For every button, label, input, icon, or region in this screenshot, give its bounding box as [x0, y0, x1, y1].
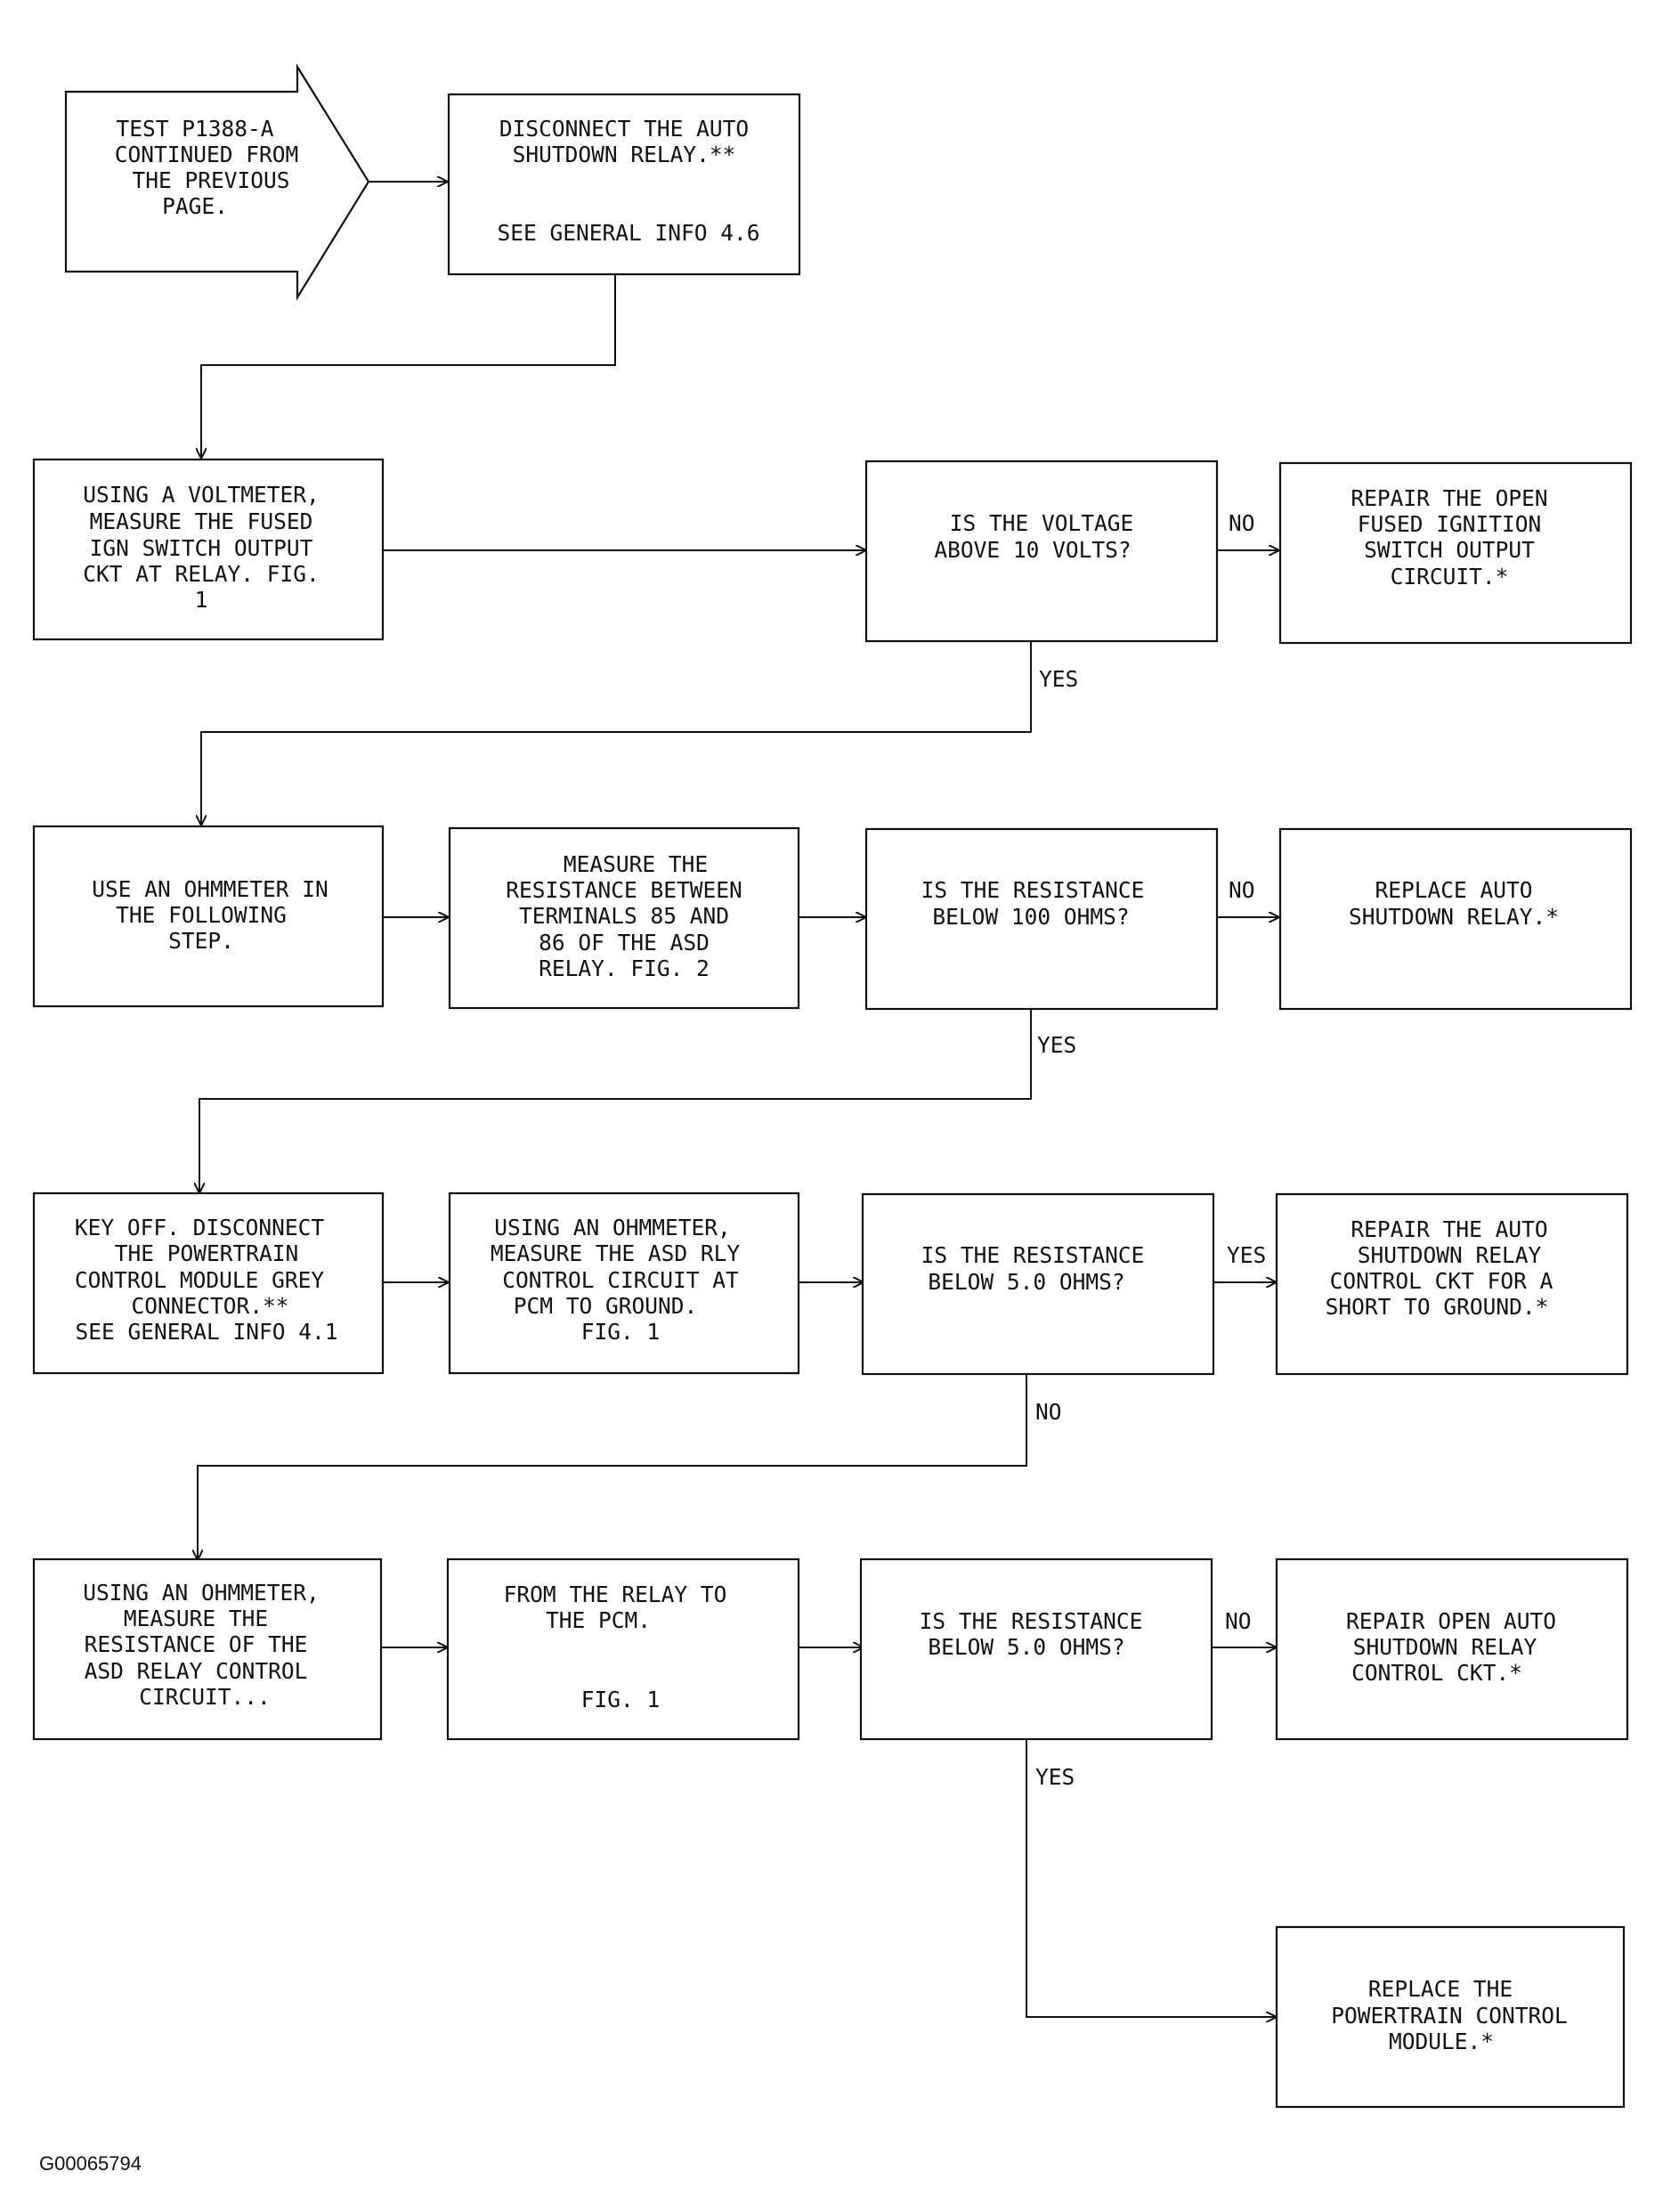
key-off-line-5: SEE GENERAL INFO 4.1 [75, 1319, 337, 1345]
q-voltage-line-2: ABOVE 10 VOLTS? [934, 537, 1131, 563]
label-yes-res-5a: YES [1227, 1242, 1266, 1268]
box-q-res-5-a: IS THE RESISTANCE BELOW 5.0 OHMS? [861, 1192, 1215, 1376]
repair-short-line-1: REPAIR THE AUTO [1351, 1216, 1547, 1242]
measure-asd-gnd-line-2: MEASURE THE ASD RLY [491, 1240, 741, 1266]
branch-labels: NO YES NO YES YES NO NO YES [1035, 510, 1266, 1790]
replace-relay-line-1: REPLACE AUTO [1375, 877, 1532, 903]
measure-asd-gnd-line-3: CONTROL CIRCUIT AT [502, 1267, 739, 1293]
q-res-100-line-2: BELOW 100 OHMS? [932, 904, 1129, 930]
repair-ign-line-3: SWITCH OUTPUT [1364, 537, 1535, 563]
measure-ign-line-5: 1 [195, 587, 208, 613]
start-line-2: CONTINUED FROM [115, 142, 299, 167]
measure-asd-res-line-5: CIRCUIT... [139, 1684, 271, 1710]
label-yes-res-100: YES [1037, 1032, 1076, 1058]
box-measure-ign: USING A VOLTMETER, MEASURE THE FUSED IGN… [32, 458, 385, 641]
box-repair-short: REPAIR THE AUTO SHUTDOWN RELAY CONTROL C… [1275, 1192, 1629, 1376]
measure-ign-line-4: CKT AT RELAY. FIG. [83, 561, 320, 587]
key-off-line-4: CONNECTOR.** [131, 1293, 288, 1319]
measure-ign-line-2: MEASURE THE FUSED [90, 508, 313, 534]
start-line-1: TEST P1388-A [116, 116, 273, 142]
box-replace-relay: REPLACE AUTO SHUTDOWN RELAY.* [1278, 827, 1633, 1011]
repair-open-line-3: CONTROL CKT.* [1351, 1660, 1522, 1686]
measure-85-line-5: RELAY. FIG. 2 [539, 956, 710, 981]
measure-asd-res-line-3: RESISTANCE OF THE [85, 1631, 308, 1657]
arrow-q-voltage-yes [201, 641, 1032, 825]
measure-85-line-2: RESISTANCE BETWEEN [506, 877, 742, 903]
key-off-line-3: CONTROL MODULE GREY [75, 1267, 325, 1293]
start-arrow-shape [64, 63, 370, 301]
measure-asd-res-line-1: USING AN OHMMETER, [83, 1580, 320, 1606]
connectors [198, 182, 1278, 2017]
q-res-5a-line-1: IS THE RESISTANCE [921, 1242, 1145, 1268]
q-res-5a-line-2: BELOW 5.0 OHMS? [928, 1269, 1124, 1295]
replace-relay-line-2: SHUTDOWN RELAY.* [1349, 904, 1559, 930]
q-res-5b-line-1: IS THE RESISTANCE [920, 1608, 1143, 1634]
measure-ign-line-1: USING A VOLTMETER, [83, 482, 320, 508]
use-ohm-line-1: USE AN OHMMETER IN [92, 876, 329, 902]
replace-pcm-line-3: MODULE.* [1389, 2029, 1494, 2054]
arrow-q-res-5b-yes [1026, 1740, 1276, 2017]
key-off-line-2: THE POWERTRAIN [115, 1240, 299, 1266]
relay-pcm-line-4: FIG. 1 [581, 1687, 661, 1712]
label-no-res-5a: NO [1035, 1399, 1062, 1425]
box-measure-asd-res: USING AN OHMMETER, MEASURE THE RESISTANC… [32, 1557, 383, 1741]
box-replace-pcm: REPLACE THE POWERTRAIN CONTROL MODULE.* [1275, 1925, 1626, 2109]
label-yes-voltage: YES [1039, 666, 1078, 692]
figure-code: G00065794 [39, 2152, 142, 2175]
measure-85-line-1: MEASURE THE [564, 851, 708, 877]
relay-pcm-line-1: FROM THE RELAY TO [504, 1582, 727, 1607]
box-measure-asd-ground: USING AN OHMMETER, MEASURE THE ASD RLY C… [448, 1191, 800, 1375]
repair-short-line-4: SHORT TO GROUND.* [1326, 1294, 1549, 1320]
box-measure-85-86: MEASURE THE RESISTANCE BETWEEN TERMINALS… [448, 826, 800, 1010]
repair-ign-line-2: FUSED IGNITION [1358, 511, 1542, 537]
use-ohm-line-3: STEP. [168, 928, 234, 954]
box-repair-ign: REPAIR THE OPEN FUSED IGNITION SWITCH OU… [1278, 461, 1633, 645]
start-line-4: PAGE. [162, 193, 228, 219]
measure-asd-gnd-line-5: FIG. 1 [581, 1319, 661, 1345]
arrow-disconnect-to-measure-ign [201, 274, 616, 458]
arrow-q-res-5a-no [198, 1375, 1027, 1559]
label-yes-res-5b: YES [1035, 1764, 1075, 1790]
arrow-q-res-100-yes [199, 1009, 1032, 1192]
key-off-line-1: KEY OFF. DISCONNECT [75, 1215, 325, 1240]
start-line-3: THE PREVIOUS [132, 167, 289, 193]
measure-asd-gnd-line-4: PCM TO GROUND. [514, 1293, 698, 1319]
q-voltage-line-1: IS THE VOLTAGE [950, 510, 1134, 536]
relay-pcm-line-2: THE PCM. [546, 1607, 651, 1633]
q-res-5b-line-2: BELOW 5.0 OHMS? [928, 1634, 1124, 1660]
repair-ign-line-1: REPAIR THE OPEN [1351, 485, 1547, 511]
box-use-ohmmeter: USE AN OHMMETER IN THE FOLLOWING STEP. [32, 825, 385, 1008]
measure-85-line-3: TERMINALS 85 AND [519, 903, 729, 929]
repair-short-line-2: SHUTDOWN RELAY [1358, 1242, 1542, 1268]
label-no-res-5b: NO [1225, 1608, 1252, 1634]
measure-ign-line-3: IGN SWITCH OUTPUT [90, 535, 313, 561]
box-key-off: KEY OFF. DISCONNECT THE POWERTRAIN CONTR… [32, 1191, 385, 1375]
start-node: TEST P1388-A CONTINUED FROM THE PREVIOUS… [64, 63, 370, 301]
replace-pcm-line-2: POWERTRAIN CONTROL [1331, 2003, 1568, 2029]
measure-asd-gnd-line-1: USING AN OHMMETER, [494, 1215, 731, 1240]
repair-ign-line-4: CIRCUIT.* [1391, 564, 1509, 590]
measure-asd-res-line-4: ASD RELAY CONTROL [85, 1658, 308, 1684]
repair-open-line-1: REPAIR OPEN AUTO [1346, 1608, 1556, 1634]
disconnect-line-1: DISCONNECT THE AUTO [499, 116, 749, 142]
box-relay-to-pcm: FROM THE RELAY TO THE PCM. FIG. 1 [446, 1557, 800, 1741]
box-disconnect-relay: DISCONNECT THE AUTO SHUTDOWN RELAY.** SE… [447, 93, 801, 276]
measure-asd-res-line-2: MEASURE THE [124, 1606, 268, 1631]
box-q-res-5-b: IS THE RESISTANCE BELOW 5.0 OHMS? [859, 1557, 1213, 1741]
disconnect-line-4: SEE GENERAL INFO 4.6 [497, 220, 759, 246]
box-q-res-100: IS THE RESISTANCE BELOW 100 OHMS? [864, 827, 1219, 1011]
q-res-100-line-1: IS THE RESISTANCE [921, 877, 1145, 903]
replace-pcm-line-1: REPLACE THE [1368, 1976, 1513, 2002]
measure-85-line-4: 86 OF THE ASD [539, 930, 710, 956]
box-q-voltage: IS THE VOLTAGE ABOVE 10 VOLTS? [864, 459, 1219, 643]
disconnect-line-2: SHUTDOWN RELAY.** [513, 142, 736, 167]
label-no-res-100: NO [1229, 877, 1255, 903]
box-repair-open: REPAIR OPEN AUTO SHUTDOWN RELAY CONTROL … [1275, 1557, 1629, 1741]
repair-short-line-3: CONTROL CKT FOR A [1330, 1268, 1553, 1294]
label-no-voltage: NO [1229, 510, 1255, 536]
use-ohm-line-2: THE FOLLOWING [116, 902, 287, 928]
repair-open-line-2: SHUTDOWN RELAY [1353, 1634, 1537, 1660]
